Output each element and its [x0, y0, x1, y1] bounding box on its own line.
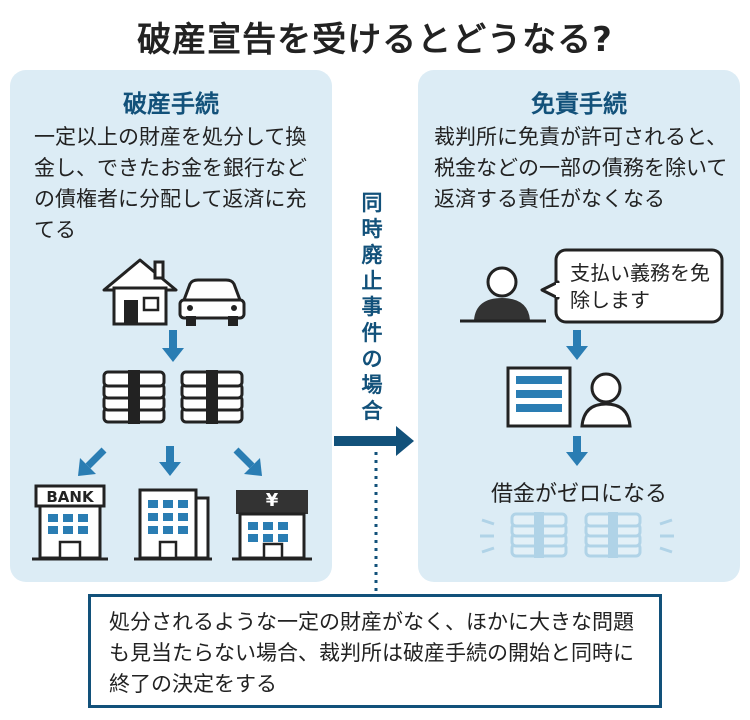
- debt-zero-label: 借金がゼロになる: [490, 482, 667, 507]
- arrow-down-icon: [162, 330, 184, 362]
- speech-bubble-text: 支払い義務を免除します: [570, 261, 710, 312]
- office-building-icon: [134, 488, 212, 561]
- vertical-label-char: 止: [361, 269, 383, 293]
- vertical-label-char: 場: [361, 373, 383, 397]
- arrow-down-icon: [566, 436, 588, 466]
- car-icon: [178, 278, 246, 326]
- distribution-arrows-icon: [78, 446, 262, 476]
- vertical-label-char: の: [361, 347, 383, 371]
- discharge-procedure-description: 裁判所に免責が許可されると、税金などの一部の債務を除いて返済する責任がなくなる: [434, 125, 728, 211]
- discharge-procedure-panel: 免責手続 裁判所に免責が許可されると、税金などの一部の債務を除いて返済する責任が…: [418, 70, 740, 582]
- faded-cash-icon: [480, 512, 674, 558]
- vertical-label-char: 廃: [361, 243, 383, 267]
- transition-arrow-icon: [334, 426, 414, 456]
- vertical-label-char: 合: [361, 399, 383, 423]
- simultaneous-abolition-label: 同時廃止事件の場合: [352, 190, 392, 424]
- discharge-procedure-heading: 免責手続: [531, 90, 627, 118]
- explanation-note: 処分されるような一定の財産がなく、ほかに大きな問題も見当たらない場合、裁判所は破…: [88, 594, 662, 708]
- yen-shop-icon: [232, 490, 312, 561]
- vertical-label-char: 件: [361, 321, 383, 345]
- arrow-down-icon: [566, 330, 588, 360]
- yen-sign: ¥: [265, 490, 279, 511]
- vertical-label-char: 時: [361, 217, 383, 241]
- house-icon: [102, 258, 178, 326]
- building-person-icon: [506, 366, 632, 428]
- bankruptcy-procedure-heading: 破産手続: [123, 90, 219, 118]
- vertical-label-char: 事: [361, 295, 383, 319]
- bankruptcy-procedure-description: 一定以上の財産を処分して換金し、できたお金を銀行などの債権者に分配して返済に充て…: [34, 125, 307, 242]
- bank-building-icon: [32, 484, 108, 561]
- bank-sign-label: BANK: [46, 488, 94, 506]
- vertical-label-char: 同: [361, 191, 383, 215]
- cash-stack-icon: [102, 370, 244, 424]
- page-title: 破産宣告を受けるとどうなる?: [137, 20, 613, 60]
- judge-icon: [460, 266, 546, 323]
- speech-bubble: [540, 248, 724, 324]
